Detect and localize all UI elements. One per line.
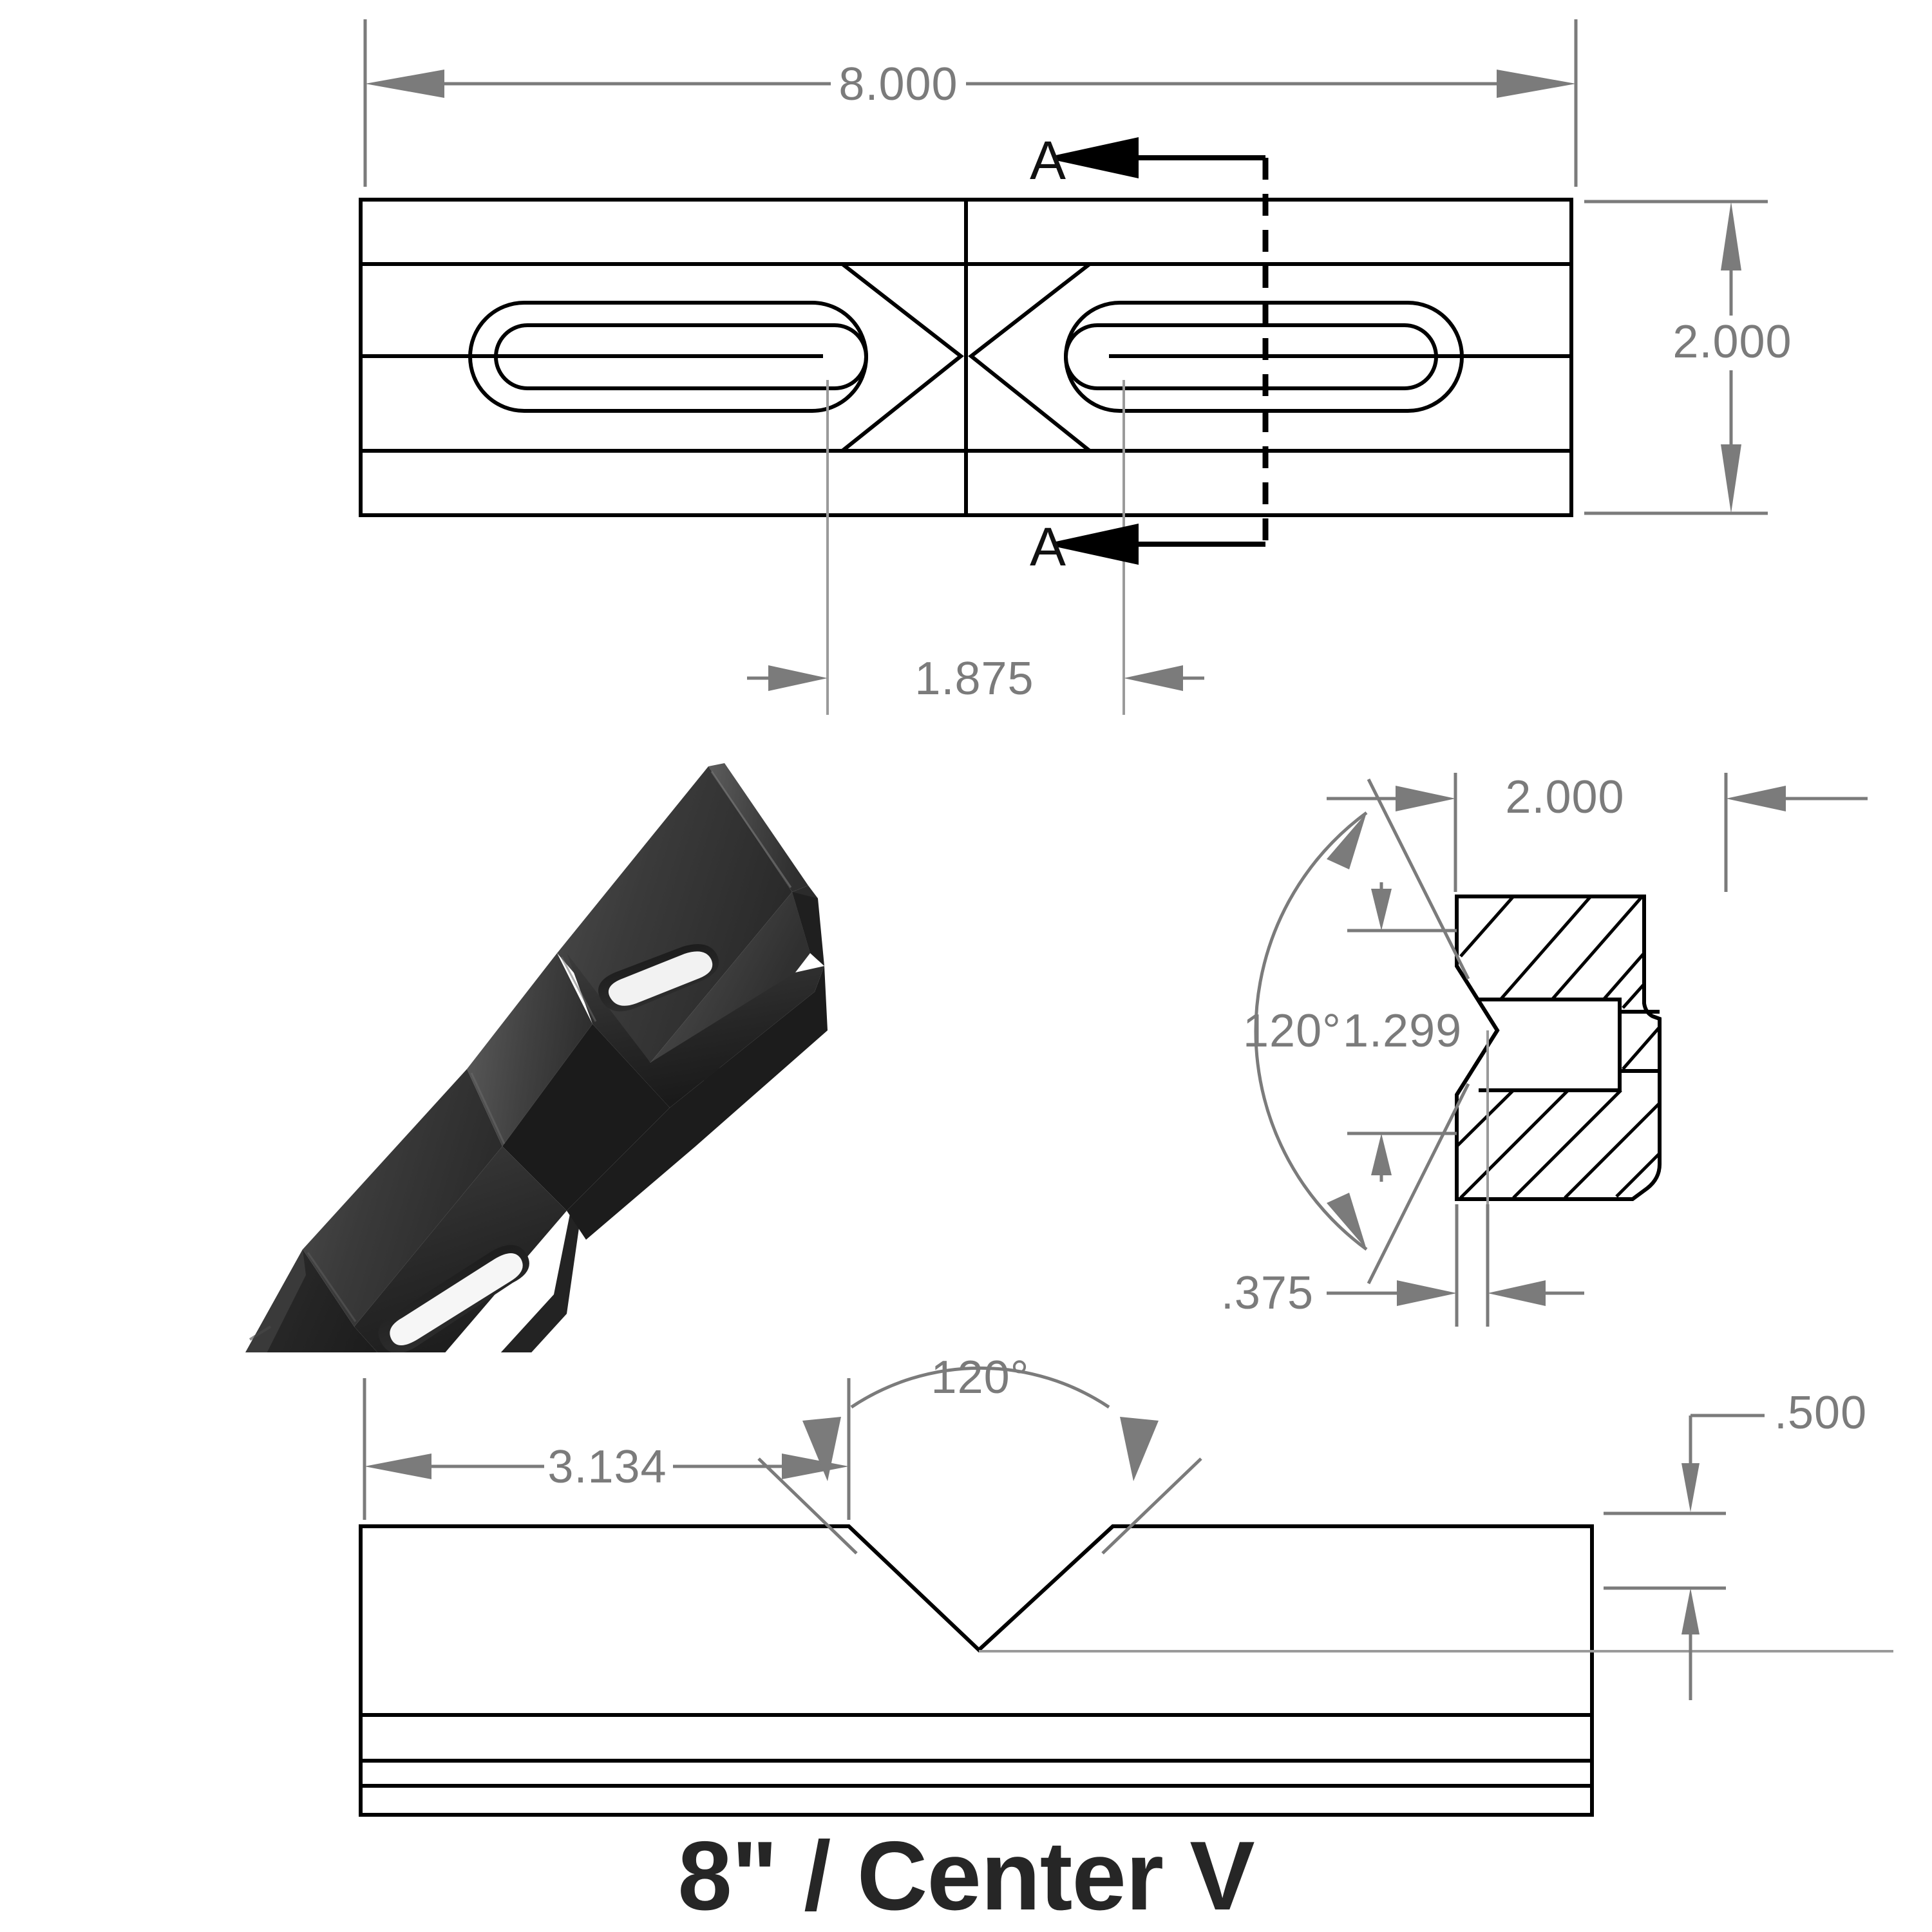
dimension-arrow-icon xyxy=(1681,1588,1700,1634)
isometric-render xyxy=(245,763,828,1352)
dimension-tongue-width: .375 xyxy=(1221,1204,1584,1327)
dimension-value-overall-width: 2.000 xyxy=(1672,316,1792,368)
dimension-arrow-icon xyxy=(365,1454,431,1479)
dimension-value-section-vee-angle: 120° xyxy=(1243,1005,1341,1057)
dimension-arrow-icon xyxy=(1327,1193,1367,1249)
dimension-vee-depth: 1.299 xyxy=(1343,882,1462,1182)
dimension-overall-width: 2.000 xyxy=(1584,200,1792,515)
section-hatch-lower xyxy=(1455,1089,1660,1199)
dimension-arrow-icon xyxy=(768,665,828,691)
dimension-arrow-icon xyxy=(1726,786,1786,811)
dimension-value-front-vee-angle: 120° xyxy=(931,1352,1030,1403)
dimension-value-vee-offset: 3.134 xyxy=(547,1441,667,1493)
dimension-front-vee-angle: 120° xyxy=(757,1352,1202,1555)
isometric-body xyxy=(245,763,828,1352)
dimension-vee-offset: 3.134 xyxy=(363,1378,851,1520)
section-label-a-bottom: A xyxy=(1030,516,1066,577)
dimension-slot-spacing: 1.875 xyxy=(747,653,1204,705)
dimension-value-section-height: 2.000 xyxy=(1505,772,1624,823)
section-hatch-right xyxy=(1622,1027,1660,1070)
dimension-arrow-icon xyxy=(365,70,444,98)
dimension-value-tongue-width: .375 xyxy=(1221,1267,1314,1319)
section-label-a-top: A xyxy=(1030,130,1066,191)
dimension-arrow-icon xyxy=(1397,1280,1457,1306)
front-view xyxy=(359,1524,1893,1817)
dimension-arrow-icon xyxy=(1721,444,1741,513)
dimension-value-overall-length: 8.000 xyxy=(838,59,958,110)
dimension-section-height: 2.000 xyxy=(1327,772,1868,892)
dimension-arrow-icon xyxy=(1721,202,1741,270)
dimension-value-shoulder-height: .500 xyxy=(1774,1387,1867,1439)
dimension-arrow-icon xyxy=(1120,1417,1159,1481)
dimension-arrow-icon xyxy=(802,1417,841,1481)
drawing-title: 8" / Center V xyxy=(677,1821,1255,1931)
dimension-arrow-icon xyxy=(1681,1463,1700,1512)
dimension-arrow-icon xyxy=(1396,786,1455,811)
dimension-arrow-icon xyxy=(1371,1133,1392,1175)
dimension-arrow-icon xyxy=(1488,1280,1546,1306)
dimension-value-vee-depth: 1.299 xyxy=(1343,1005,1462,1057)
dimension-section-vee-angle: 120° xyxy=(1243,778,1470,1285)
dimension-shoulder-height: .500 xyxy=(1604,1387,1867,1700)
section-line-aa: A A xyxy=(1030,130,1269,577)
dimension-arrow-icon xyxy=(1124,665,1183,691)
section-hatch-upper xyxy=(1459,895,1645,1009)
dimension-arrow-icon xyxy=(1497,70,1576,98)
section-arrow-icon xyxy=(1053,524,1139,565)
top-view xyxy=(359,198,1573,715)
section-arrow-icon xyxy=(1053,137,1139,178)
dimension-arrow-icon xyxy=(1327,813,1367,869)
dimension-value-slot-spacing: 1.875 xyxy=(914,653,1034,705)
dimension-arrow-icon xyxy=(782,1454,849,1479)
dimension-arrow-icon xyxy=(1371,889,1392,931)
dimension-overall-length: 8.000 xyxy=(363,19,1578,187)
